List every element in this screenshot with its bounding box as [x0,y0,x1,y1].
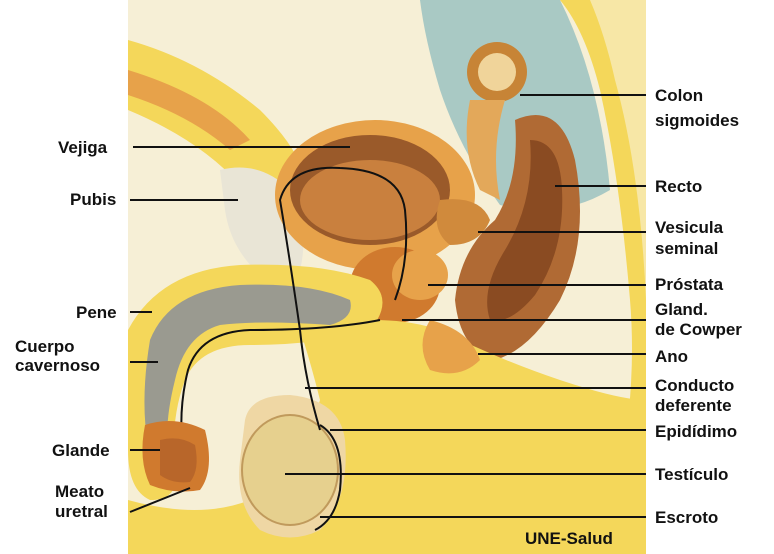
label-prostata: Próstata [655,275,724,294]
label-ano: Ano [655,347,688,366]
label-pubis: Pubis [70,190,116,209]
label-cuerpo-line1: Cuerpo [15,337,75,356]
label-cuerpo-line2: cavernoso [15,356,100,375]
label-escroto: Escroto [655,508,718,527]
label-colon-line2: sigmoides [655,111,739,130]
label-vejiga: Vejiga [58,138,108,157]
label-vesicula-line1: Vesicula [655,218,724,237]
label-meato-line1: Meato [55,482,104,501]
label-conducto-line1: Conducto [655,376,734,395]
prostata-lobe [392,250,448,300]
label-vesicula-line2: seminal [655,239,718,258]
label-cowper-line1: Gland. [655,300,708,319]
label-recto: Recto [655,177,702,196]
testiculo [242,415,338,525]
credit-label: UNE-Salud [525,529,613,548]
colon-lumen [478,53,516,91]
glande-inner [160,438,197,482]
label-testiculo: Testículo [655,465,728,484]
label-pene: Pene [76,303,117,322]
label-conducto-line2: deferente [655,396,732,415]
label-glande: Glande [52,441,110,460]
label-cowper-line2: de Cowper [655,320,742,339]
label-epididimo: Epidídimo [655,422,737,441]
label-meato-line2: uretral [55,502,108,521]
label-colon-line1: Colon [655,86,703,105]
